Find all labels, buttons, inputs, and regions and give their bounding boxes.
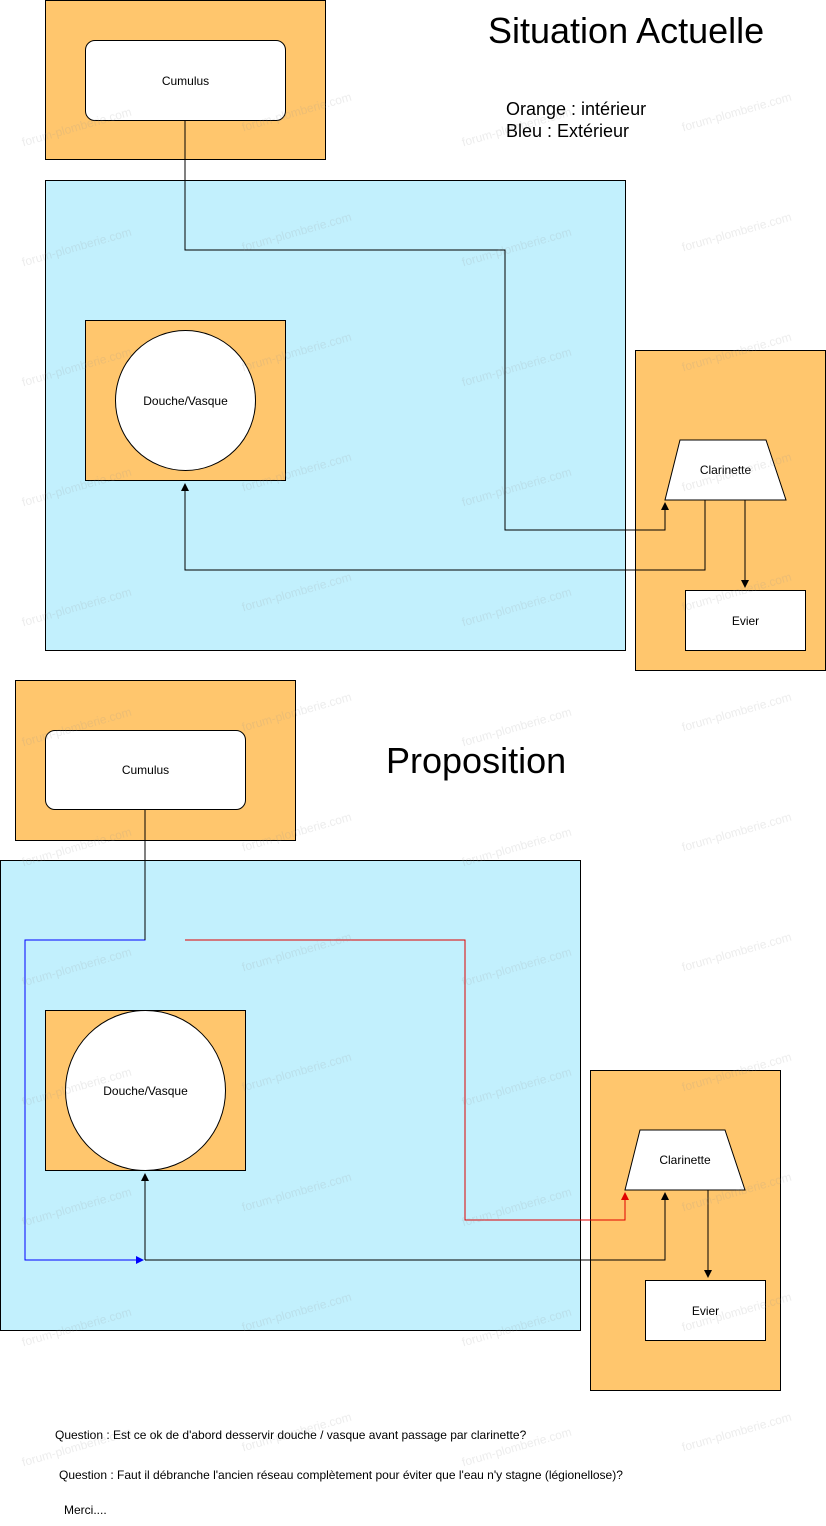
clarinette-shape-proposal xyxy=(624,1129,746,1191)
evier-box-proposal: Evier xyxy=(645,1280,766,1341)
legend-interior: Orange : intérieur xyxy=(506,99,647,119)
legend: Orange : intérieur Bleu : Extérieur xyxy=(506,98,646,142)
evier-box-current: Evier xyxy=(685,590,806,651)
cumulus-box-current: Cumulus xyxy=(85,40,286,121)
clarinette-label-current: Clarinette xyxy=(699,463,752,477)
douche-vasque-current: Douche/Vasque xyxy=(115,330,256,471)
clarinette-label-proposal: Clarinette xyxy=(659,1153,711,1167)
douche-vasque-proposal: Douche/Vasque xyxy=(65,1010,226,1171)
pipe-cumulus-blue xyxy=(24,810,146,1264)
question-2: Question : Faut il débranche l'ancien ré… xyxy=(59,1468,623,1482)
title-proposal: Proposition xyxy=(386,740,567,781)
legend-exterior: Bleu : Extérieur xyxy=(506,121,630,141)
pipe-clarinette-to-douche-current xyxy=(181,483,706,571)
question-1: Question : Est ce ok de d'abord desservi… xyxy=(55,1428,527,1442)
pipe-douche-to-clarinette-proposal xyxy=(145,1192,669,1261)
pipe-red-to-clarinette xyxy=(185,939,629,1221)
clarinette-shape-current xyxy=(664,439,787,501)
pipe-cumulus-to-clarinette-current xyxy=(184,121,669,531)
title-current: Situation Actuelle xyxy=(488,10,765,51)
thanks-text: Merci.... xyxy=(64,1503,107,1517)
cumulus-box-proposal: Cumulus xyxy=(45,730,246,810)
